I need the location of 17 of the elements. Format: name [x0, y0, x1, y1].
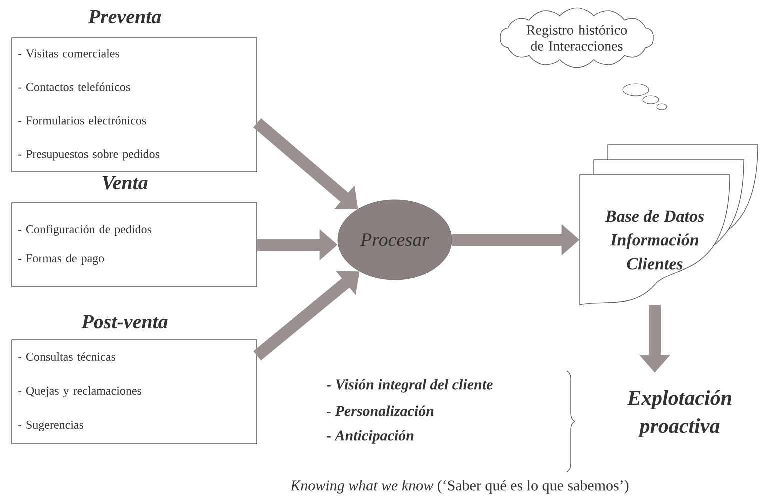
bullet-text: - Personalización: [326, 406, 434, 416]
heading: Venta: [102, 176, 148, 190]
list-box: - Consultas técnicas - Quejas y reclamaciones - Sugerencias: [12, 340, 258, 444]
list-box: - Visitas comerciales - Contactos telefónicos - Formularios electrónicos - Presupuestos sobre pedidos: [12, 38, 258, 172]
bullet-text: - Visión integral del cliente: [326, 379, 493, 393]
result-text: Explotación proactiva: [627, 390, 732, 438]
node-label: - Contactos telefónicos: [18, 82, 130, 92]
node-label: - Presupuestos sobre pedidos: [18, 150, 160, 161]
thought-cloud: Registro histórico de Interacciones: [500, 8, 668, 110]
node-label: - Formularios electrónicos: [18, 116, 146, 125]
heading: Preventa: [88, 10, 162, 24]
caption: Knowing what we know (‘Saber qué es lo que sabemos’): [290, 480, 629, 494]
node-label: - Visitas comerciales: [18, 49, 120, 58]
document-stack: Base de Datos Información Clientes: [580, 144, 758, 306]
bullet-text: - Anticipación: [326, 430, 414, 444]
heading: Post-venta: [82, 315, 168, 329]
list-box: - Configuración de pedidos - Formas de pago: [12, 202, 258, 288]
